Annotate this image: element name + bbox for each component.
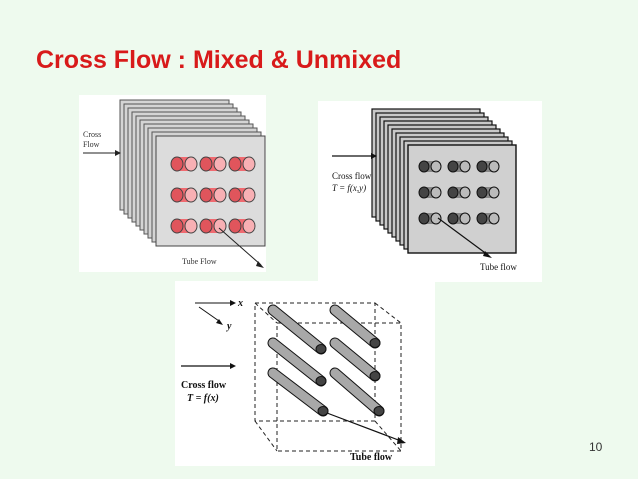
tube <box>170 156 198 172</box>
tube <box>267 337 327 387</box>
temperature-label: T = f(x) <box>187 393 219 404</box>
tubes-3d <box>267 304 385 417</box>
cross-flow-label: Cross flow <box>332 171 372 181</box>
tube <box>476 186 500 199</box>
tube <box>418 186 442 199</box>
tube-flow-label: Tube flow <box>480 262 517 272</box>
fin-plates <box>371 108 517 254</box>
tube <box>447 212 471 225</box>
tube <box>228 156 256 172</box>
tube <box>329 304 381 349</box>
tube <box>170 218 198 234</box>
tube-flow-label: Tube flow <box>350 452 393 463</box>
tube <box>447 186 471 199</box>
tube-flow-arrow <box>218 227 264 268</box>
cross-flow-arrow <box>332 153 377 159</box>
slide-number: 10 <box>589 440 603 454</box>
tube <box>329 337 381 382</box>
mixed-tube-bundle-diagram: x y Cross flow T = f(x) Tube <box>181 298 406 463</box>
tube-flow-arrow <box>326 412 406 444</box>
coordinate-axes <box>195 300 236 325</box>
cross-flow-arrow <box>181 363 236 369</box>
tube <box>199 156 227 172</box>
cross-flow-label: Cross flow <box>181 380 227 391</box>
tube <box>447 160 471 173</box>
tube <box>267 367 329 417</box>
cross-flow-label-line2: Flow <box>83 140 100 149</box>
tube-flow-label: Tube Flow <box>182 257 217 266</box>
tube <box>418 160 442 173</box>
cross-flow-label-line1: Cross <box>83 130 101 139</box>
tube <box>170 187 198 203</box>
tubes-colored <box>170 156 256 234</box>
axis-y-label: y <box>226 321 232 332</box>
tube-flow-arrow <box>437 217 492 258</box>
slide-title: Cross Flow : Mixed & Unmixed <box>36 46 402 74</box>
temperature-label: T = f(x,y) <box>332 183 366 193</box>
tube <box>199 218 227 234</box>
axis-x-label: x <box>237 298 243 309</box>
cross-flow-figure-mixed: x y Cross flow T = f(x) Tube <box>175 281 435 466</box>
tubes-bw <box>418 160 500 225</box>
colored-tube-bank-diagram: Cross Flow Tube Flow <box>83 99 266 268</box>
tube <box>228 187 256 203</box>
tube <box>329 367 385 417</box>
cross-flow-arrow <box>83 150 121 156</box>
cross-flow-figure-unmixed: Cross flow T = f(x,y) Tube flow <box>318 101 542 282</box>
unmixed-tube-bank-diagram: Cross flow T = f(x,y) Tube flow <box>332 108 517 272</box>
dashed-box <box>254 302 402 452</box>
tube <box>418 212 442 225</box>
tube <box>199 187 227 203</box>
tube <box>228 218 256 234</box>
tube <box>476 160 500 173</box>
tube <box>267 304 327 355</box>
tube <box>476 212 500 225</box>
cross-flow-figure-colored: Cross Flow Tube Flow <box>79 95 266 272</box>
